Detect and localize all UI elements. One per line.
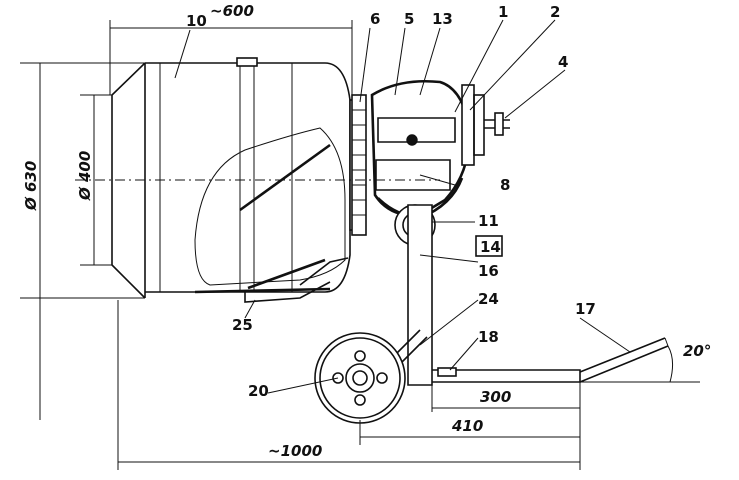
dimension-lines [20,20,700,470]
label-16: 16 [478,262,499,280]
dim-1000: ~1000 [268,442,322,460]
dim-600: ~600 [210,2,254,20]
label-6: 6 [370,10,380,28]
label-18: 18 [478,328,499,346]
dim-300: 300 [480,388,511,406]
label-4: 4 [558,53,568,71]
dim-630: Ø 630 [22,161,40,211]
label-13: 13 [432,10,453,28]
label-14-box: 14 [475,235,503,257]
label-24: 24 [478,290,499,308]
part-labels: 6 5 13 1 2 4 10 8 11 14 16 24 18 17 20 2… [186,3,596,400]
label-11: 11 [478,212,499,230]
gear-ring [351,94,367,236]
dimension-labels: ~600 Ø 400 Ø 630 300 410 ~1000 20° [22,2,711,460]
dim-410: 410 [451,417,483,435]
label-20: 20 [248,382,269,400]
label-5: 5 [404,10,414,28]
label-8: 8 [500,176,510,194]
label-2: 2 [550,3,560,21]
label-10: 10 [186,12,207,30]
dim-angle: 20° [683,342,711,360]
label-14: 14 [480,238,501,256]
dim-400: Ø 400 [76,151,94,201]
label-17: 17 [575,300,596,318]
frame [394,204,669,386]
wheel [314,332,406,424]
label-25: 25 [232,316,253,334]
leader-lines [174,19,631,394]
label-1: 1 [498,3,508,21]
